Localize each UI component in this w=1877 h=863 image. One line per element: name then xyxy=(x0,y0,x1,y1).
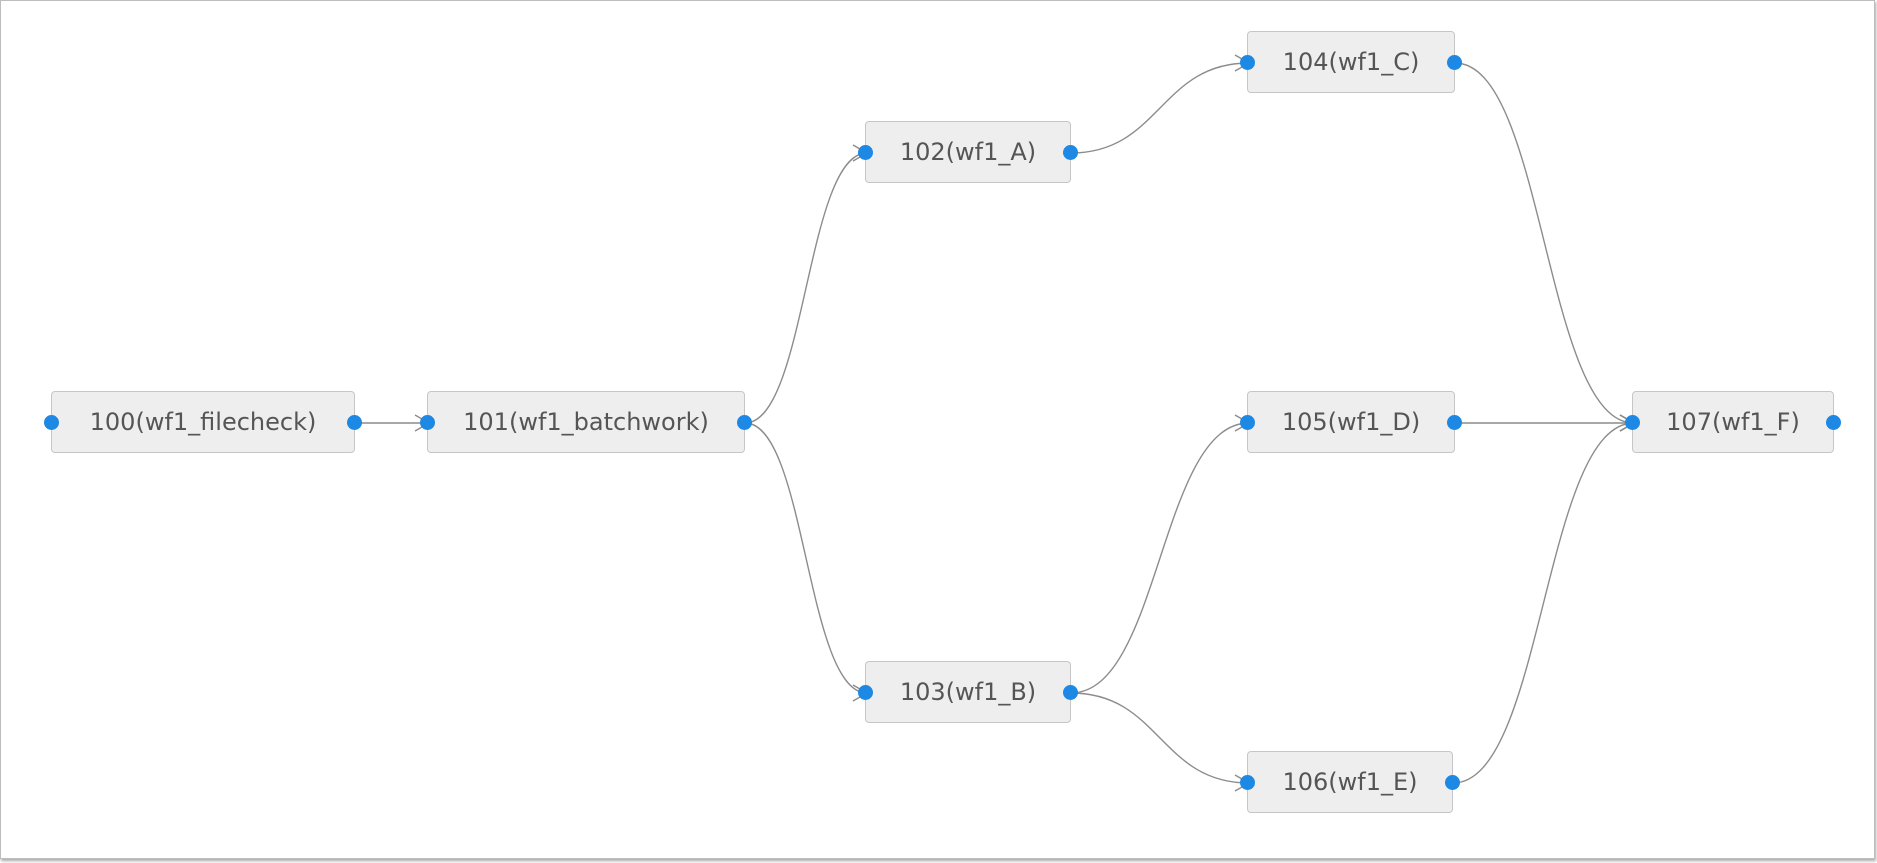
node-label: 104(wf1_C) xyxy=(1282,48,1420,76)
edge-103-106[interactable] xyxy=(1070,692,1250,784)
node-102[interactable]: 102(wf1_A) xyxy=(858,121,1078,183)
input-port[interactable] xyxy=(420,414,435,430)
edge-106-107[interactable] xyxy=(1452,422,1635,784)
node-103[interactable]: 103(wf1_B) xyxy=(858,661,1078,723)
output-port[interactable] xyxy=(347,414,362,430)
node-label: 105(wf1_D) xyxy=(1281,408,1421,436)
node-107[interactable]: 107(wf1_F) xyxy=(1625,391,1841,453)
input-port[interactable] xyxy=(1240,54,1255,70)
output-port[interactable] xyxy=(1063,684,1078,700)
output-port[interactable] xyxy=(737,414,752,430)
node-100[interactable]: 100(wf1_filecheck) xyxy=(44,391,362,453)
input-port[interactable] xyxy=(858,684,873,700)
output-port[interactable] xyxy=(1445,774,1460,790)
edge-102-104[interactable] xyxy=(1070,62,1250,154)
output-port[interactable] xyxy=(1447,54,1462,70)
input-port[interactable] xyxy=(858,144,873,160)
node-label: 101(wf1_batchwork) xyxy=(463,408,709,436)
node-105[interactable]: 105(wf1_D) xyxy=(1240,391,1462,453)
output-port[interactable] xyxy=(1063,144,1078,160)
edge-103-105[interactable] xyxy=(1070,422,1250,694)
input-port[interactable] xyxy=(1240,414,1255,430)
node-label: 102(wf1_A) xyxy=(899,138,1037,166)
node-104[interactable]: 104(wf1_C) xyxy=(1240,31,1462,93)
node-label: 103(wf1_B) xyxy=(899,678,1037,706)
edge-104-107[interactable] xyxy=(1454,62,1635,424)
input-port[interactable] xyxy=(1240,774,1255,790)
edge-101-103[interactable] xyxy=(744,422,868,694)
output-port[interactable] xyxy=(1826,414,1841,430)
node-label: 107(wf1_F) xyxy=(1666,408,1800,436)
edge-101-102[interactable] xyxy=(744,152,868,424)
node-106[interactable]: 106(wf1_E) xyxy=(1240,751,1460,813)
node-label: 106(wf1_E) xyxy=(1282,768,1418,796)
output-port[interactable] xyxy=(1447,414,1462,430)
node-label: 100(wf1_filecheck) xyxy=(89,408,317,436)
node-101[interactable]: 101(wf1_batchwork) xyxy=(420,391,752,453)
input-port[interactable] xyxy=(44,414,59,430)
input-port[interactable] xyxy=(1625,414,1640,430)
